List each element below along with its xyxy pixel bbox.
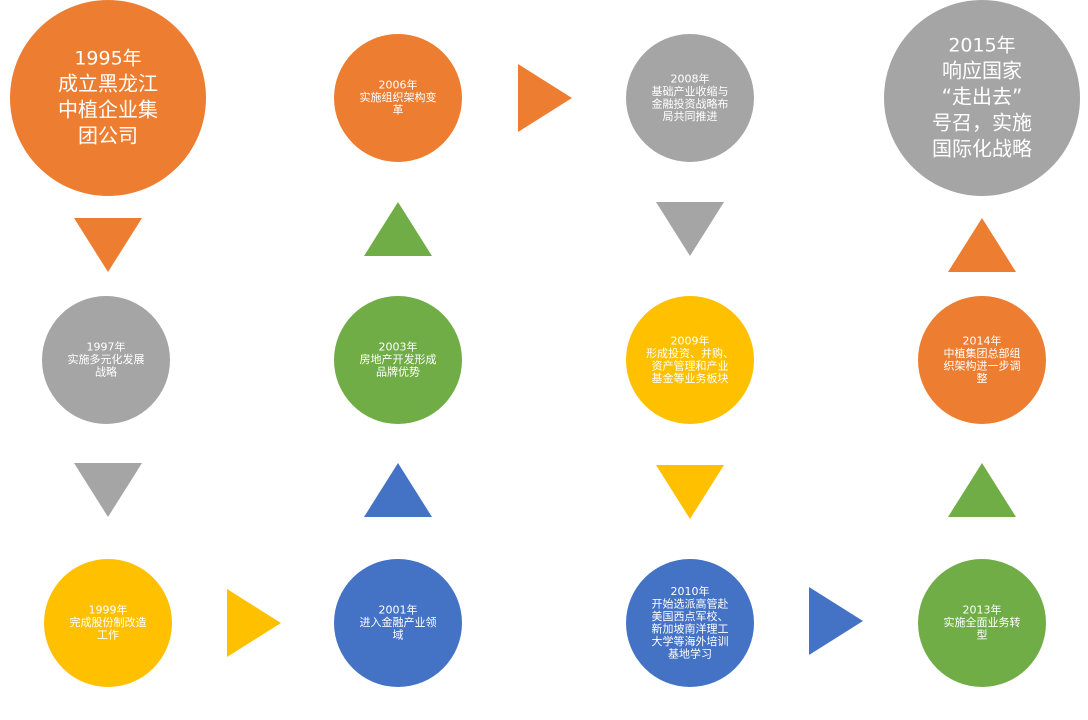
timeline-node-year: 2010年 — [671, 584, 710, 598]
arrow-1999-2001-right-icon — [227, 589, 281, 657]
timeline-node-text: 资产管理和产业 — [652, 358, 729, 372]
timeline-node-circle — [918, 296, 1046, 424]
timeline-node-text: 金融投资战略布 — [652, 96, 729, 110]
timeline-node-text: 号召，实施 — [932, 111, 1032, 135]
timeline-node-circle — [626, 34, 754, 162]
timeline-node-circle — [884, 0, 1080, 196]
timeline-node-text: 革 — [393, 103, 404, 117]
arrow-2010-2013-right-icon — [809, 587, 863, 655]
arrow-2003-2006-up-icon — [364, 202, 432, 256]
timeline-node-text: 开始选派高管赴 — [652, 596, 729, 610]
timeline-node-text: 基地学习 — [668, 646, 712, 660]
timeline-node-text: “走出去” — [942, 85, 1023, 109]
arrow-2006-2008-right-icon — [518, 64, 572, 132]
timeline-node-text: 进入金融产业领 — [360, 615, 437, 629]
timeline-node-text: 完成股份制改造 — [70, 615, 147, 629]
timeline-node-text: 形成投资、并购、 — [646, 346, 734, 360]
arrow-2014-2015-up-icon — [948, 218, 1016, 272]
arrow-2009-2010-down-icon — [656, 465, 724, 519]
timeline-node-text: 国际化战略 — [932, 137, 1032, 161]
timeline-node-text: 美国西点军校、 — [652, 609, 729, 623]
timeline-node-text: 成立黑龙江 — [58, 72, 158, 96]
timeline-node-year: 1995年 — [74, 48, 141, 70]
timeline-node-year: 1997年 — [87, 340, 126, 354]
arrow-2008-2009-down-icon — [656, 202, 724, 256]
timeline-node-circle — [918, 559, 1046, 687]
timeline-node-text: 大学等海外培训 — [652, 634, 729, 648]
timeline-node-text: 实施多元化发展 — [68, 352, 145, 366]
timeline-node-year: 2014年 — [963, 333, 1002, 347]
arrow-2013-2014-up-icon — [948, 463, 1016, 517]
timeline-node-year: 1999年 — [89, 603, 128, 617]
timeline-node-text: 响应国家 — [942, 59, 1022, 83]
timeline-node-text: 基础产业收缩与 — [652, 84, 729, 98]
timeline-node-text: 品牌优势 — [376, 365, 420, 379]
timeline-node-text: 基金等业务板块 — [652, 371, 729, 385]
timeline-node-circle — [626, 559, 754, 687]
arrow-1997-1999-down-icon — [74, 463, 142, 517]
arrow-1995-1997-down-icon — [74, 218, 142, 272]
timeline-node-year: 2009年 — [671, 333, 710, 347]
arrow-2001-2003-up-icon — [364, 463, 432, 517]
timeline-node-text: 型 — [977, 628, 988, 642]
timeline-node-circle — [334, 34, 462, 162]
timeline-node-text: 房地产开发形成 — [360, 352, 437, 366]
timeline-node-text: 整 — [977, 371, 988, 385]
timeline-node-text: 织架构进一步调 — [944, 358, 1021, 372]
timeline-node-year: 2008年 — [671, 71, 710, 85]
timeline-node-circle — [334, 559, 462, 687]
timeline-node-text: 域 — [393, 629, 404, 642]
timeline-node-text: 局共同推进 — [663, 109, 718, 123]
timeline-node-year: 2015年 — [948, 35, 1015, 57]
timeline-node-year: 2006年 — [379, 78, 418, 92]
timeline-node-year: 2013年 — [963, 603, 1002, 617]
timeline-node-text: 实施全面业务转 — [944, 615, 1021, 629]
timeline-node-circle — [626, 296, 754, 424]
timeline-node-text: 实施组织架构变 — [360, 90, 437, 104]
timeline-node-circle — [10, 0, 206, 196]
timeline-node-text: 战略 — [95, 365, 117, 379]
timeline-node-text: 新加坡南洋理工 — [652, 621, 729, 635]
timeline-node-text: 团公司 — [78, 124, 138, 148]
timeline-node-circle — [334, 296, 462, 424]
timeline-node-circle — [42, 296, 170, 424]
timeline-node-text: 中植集团总部组 — [944, 346, 1021, 360]
timeline-node-text: 中植企业集 — [58, 98, 158, 122]
timeline-node-year: 2003年 — [379, 340, 418, 354]
timeline-node-circle — [44, 559, 172, 687]
timeline-node-text: 工作 — [97, 629, 119, 642]
timeline-node-year: 2001年 — [379, 603, 418, 617]
